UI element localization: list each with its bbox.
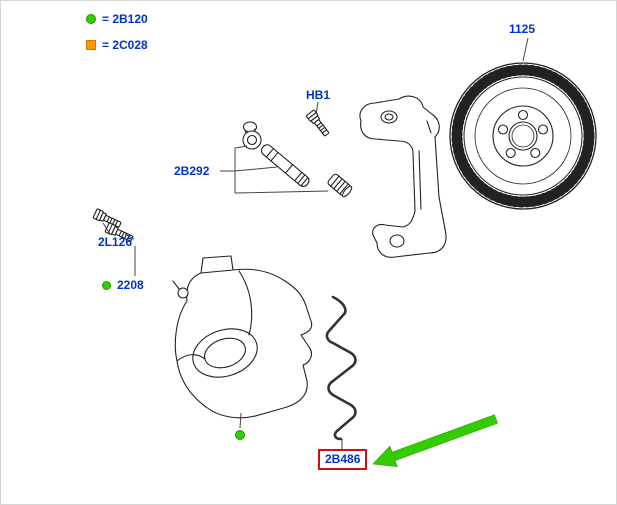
part-label-2b292[interactable]: 2B292: [174, 164, 210, 178]
part-label-2208-row: 2208: [102, 278, 144, 292]
spring-clip-drawing: [325, 295, 357, 441]
guide-pin-kit-drawing: [242, 121, 353, 198]
legend-item-2b120: = 2B120: [86, 12, 148, 26]
mounting-bolts-drawing: [92, 208, 134, 242]
green-dot-icon: [102, 280, 111, 290]
part-label-2l126[interactable]: 2L126: [98, 235, 133, 249]
legend-item-2c028: = 2C028: [86, 38, 148, 52]
green-dot-marker-caliper: [235, 430, 245, 440]
legend-label-2c028: = 2C028: [102, 38, 148, 52]
leader-lines: [102, 37, 529, 449]
hb1-bolt-drawing: [305, 109, 330, 137]
green-dot-icon: [86, 14, 96, 24]
orange-square-icon: [86, 40, 96, 50]
green-arrow: [372, 414, 498, 468]
brake-rotor-drawing: [449, 62, 597, 210]
part-label-hb1[interactable]: HB1: [306, 88, 331, 102]
part-label-2b486-highlighted[interactable]: 2B486: [318, 449, 368, 470]
part-label-1125[interactable]: 1125: [509, 22, 536, 36]
caliper-drawing: [172, 255, 313, 419]
legend-label-2b120: = 2B120: [102, 12, 148, 26]
caliper-bracket-drawing: [359, 95, 447, 258]
part-label-2208[interactable]: 2208: [117, 278, 144, 292]
